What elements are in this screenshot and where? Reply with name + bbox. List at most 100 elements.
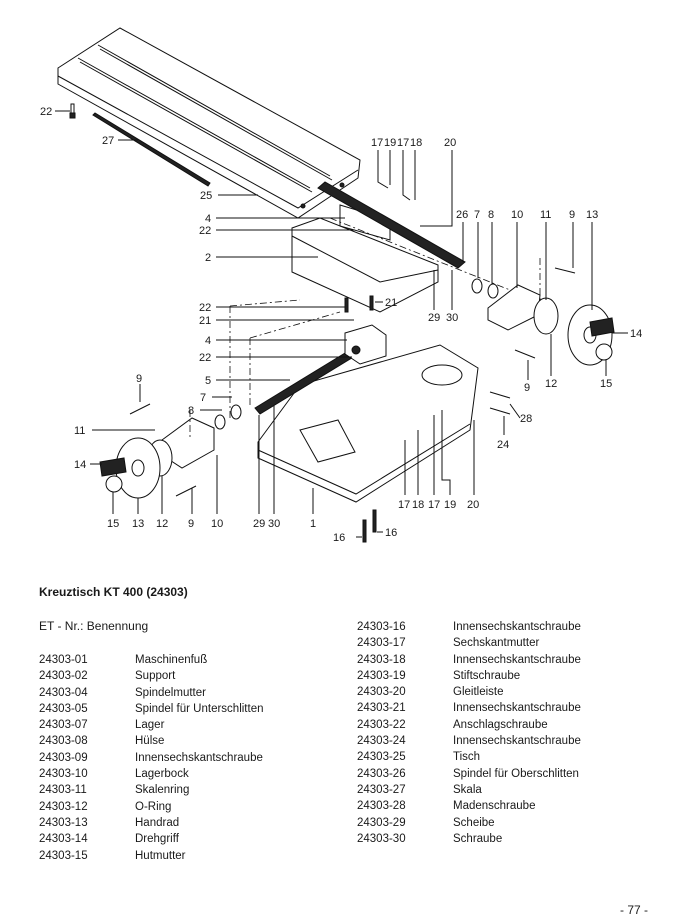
callout-label: 17: [397, 137, 409, 149]
part-number: 24303-15: [39, 849, 88, 862]
part-name: Innensechskantschraube: [453, 702, 581, 715]
part-name: Innensechskantschraube: [453, 653, 581, 666]
part-name: Lager: [135, 719, 165, 732]
assembly-axes: [189, 217, 541, 440]
callout-label: 12: [545, 378, 557, 390]
part-name: Sechskantmutter: [453, 637, 540, 650]
parts-list-row: 24303-10 Lagerbock: [39, 766, 263, 782]
spindle-nut-part-4: [344, 324, 387, 365]
part-name: Skalenring: [135, 784, 190, 797]
part-number: 24303-05: [39, 702, 88, 715]
callout-label: 19: [444, 499, 456, 511]
part-name: Anschlagschraube: [453, 718, 548, 731]
callout-label: 20: [444, 137, 456, 149]
part-number: 24303-13: [39, 816, 88, 829]
callout-label: 17: [371, 137, 383, 149]
callout-label: 1: [310, 518, 316, 530]
callout-label: 7: [474, 209, 480, 221]
part-name: O-Ring: [135, 800, 172, 813]
callout-label: 13: [586, 209, 598, 221]
part-number: 24303-02: [39, 670, 88, 683]
callout-label: 15: [107, 518, 119, 530]
callout-label: 9: [569, 209, 575, 221]
part-number: 24303-16: [357, 621, 406, 633]
callout-label: 22: [40, 106, 52, 118]
screws: [129, 267, 576, 543]
part-name: Innensechskantschraube: [135, 751, 263, 764]
callout-label: 21: [385, 297, 397, 309]
callout-label: 29: [428, 312, 440, 324]
part-name: Lagerbock: [135, 768, 189, 781]
parts-list-row: 24303-21 Innensechskantschraube: [357, 700, 581, 716]
part-number: 24303-11: [39, 784, 87, 797]
part-number: 24303-10: [39, 768, 88, 781]
part-name: Tisch: [453, 751, 481, 764]
callout-label: 24: [497, 439, 509, 451]
part-name: Madenschraube: [453, 800, 536, 813]
page-number: - 77 -: [619, 903, 648, 917]
parts-list-row: 24303-26 Spindel für Oberschlitten: [357, 766, 581, 782]
callout-label: 17: [398, 499, 410, 511]
part-name: Skala: [453, 783, 482, 796]
callout-label: 9: [188, 518, 194, 530]
part-number: 24303-20: [357, 686, 406, 699]
callout-label: 22: [199, 352, 211, 364]
callout-label: 28: [520, 413, 532, 425]
callout-label: 7: [200, 392, 206, 404]
callout-label: 11: [74, 425, 85, 437]
part-name: Hülse: [135, 735, 165, 748]
callout-label: 22: [199, 302, 211, 314]
part-name: Spindel für Oberschlitten: [453, 767, 579, 780]
part-name: Innensechskantschraube: [453, 621, 581, 633]
callout-label: 25: [200, 190, 212, 202]
callout-label: 14: [630, 328, 642, 340]
part-number: 24303-22: [357, 718, 406, 731]
part-number: 24303-21: [357, 702, 406, 715]
callout-label: 21: [199, 315, 211, 327]
callout-label: 17: [428, 499, 440, 511]
callout-label: 10: [511, 209, 523, 221]
spindle-part-26: [317, 181, 466, 269]
callout-label: 5: [205, 375, 211, 387]
callout-label: 19: [384, 137, 396, 149]
callout-label: 8: [188, 405, 194, 417]
callout-label: 14: [74, 459, 86, 471]
callout-label: 22: [199, 225, 211, 237]
part-number: 24303-26: [357, 767, 406, 780]
part-number: 24303-25: [357, 751, 406, 764]
part-number: 24303-04: [39, 686, 88, 699]
callout-label: 16: [333, 532, 345, 544]
callout-label: 11: [540, 209, 551, 221]
part-number: 24303-19: [357, 669, 406, 682]
part-name: Support: [135, 670, 176, 683]
callout-label: 16: [385, 527, 397, 539]
part-name: Maschinenfuß: [135, 654, 208, 666]
part-name: Drehgriff: [135, 833, 179, 846]
part-number: 24303-24: [357, 735, 406, 748]
parts-list-row: 24303-02 Support: [39, 668, 263, 684]
parts-list-row: 24303-11 Skalenring: [39, 782, 263, 798]
part-number: 24303-29: [357, 816, 406, 829]
callout-label: 18: [412, 499, 424, 511]
callout-label: 29: [253, 518, 265, 530]
document-title: Kreuztisch KT 400 (24303): [39, 585, 188, 599]
support-part-2: [291, 204, 439, 313]
